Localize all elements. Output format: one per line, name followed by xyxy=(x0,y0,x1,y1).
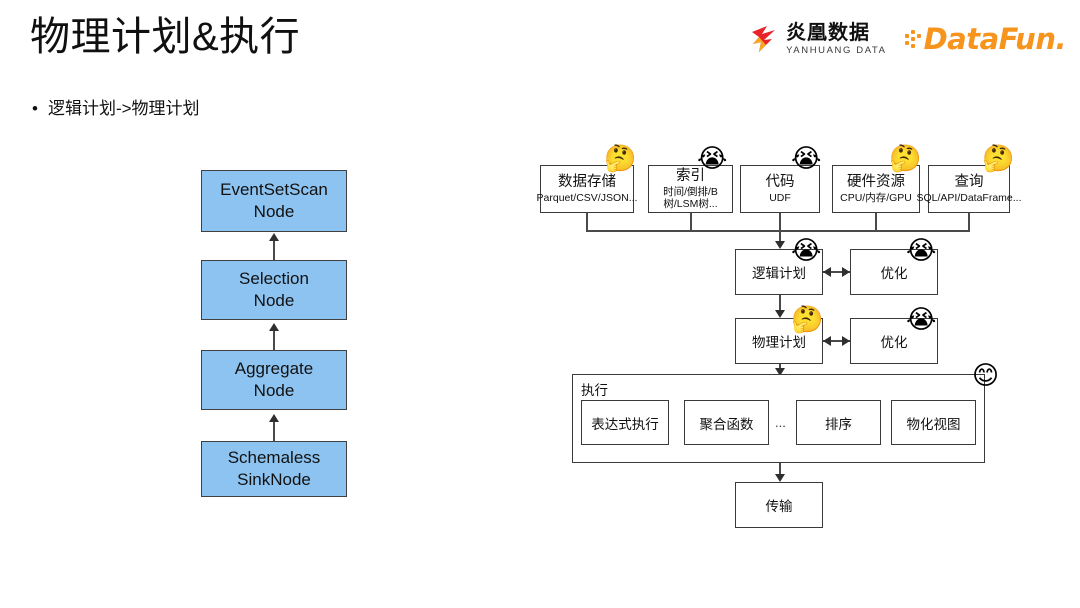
loudly-crying-face-icon: 😭 xyxy=(791,236,822,266)
loudly-crying-face-icon: 😭 xyxy=(791,144,822,174)
flow-arrow-icon xyxy=(842,336,850,346)
input-box-index: 索引 时间/倒排/B树/LSM树... xyxy=(648,165,733,213)
physical-optimize-label: 优化 xyxy=(880,335,908,350)
input-box-title: 索引 xyxy=(676,167,705,184)
plan-arrow-icon xyxy=(269,414,279,422)
input-connector xyxy=(875,213,877,231)
flow-arrow-icon xyxy=(823,336,831,346)
exec-item-materialized-view: 物化视图 xyxy=(891,400,976,445)
yanhuang-logo: 炎凰数据 YANHUANG DATA xyxy=(750,23,887,56)
input-box-title: 数据存储 xyxy=(558,174,616,191)
input-connector xyxy=(586,213,588,231)
plan-node-aggregate: Aggregate Node xyxy=(201,350,347,410)
exec-item-aggregate-function: 聚合函数 xyxy=(684,400,769,445)
yanhuang-en: YANHUANG DATA xyxy=(786,44,887,56)
plan-node-line1: Selection xyxy=(239,269,309,289)
datafun-logo: DataFun. xyxy=(904,22,1067,56)
loudly-crying-face-icon: 😭 xyxy=(906,236,937,266)
logical-plan-label: 逻辑计划 xyxy=(752,266,806,281)
bird-icon xyxy=(750,23,780,55)
flow-arrow-icon xyxy=(775,368,785,376)
flow-arrow-icon xyxy=(842,267,850,277)
execution-label: 执行 xyxy=(581,383,608,398)
input-bus-line xyxy=(586,230,970,232)
input-box-hardware: 硬件资源 CPU/内存/GPU xyxy=(832,165,920,213)
input-box-query: 查询 SQL/API/DataFrame... xyxy=(916,165,1022,213)
thinking-face-icon: 🤔 xyxy=(982,144,1015,174)
loudly-crying-face-icon: 😭 xyxy=(906,305,937,335)
plan-connector xyxy=(273,421,275,441)
exec-item-label: 排序 xyxy=(825,416,852,432)
transport-label: 传输 xyxy=(765,499,793,514)
input-box-title: 硬件资源 xyxy=(847,174,905,191)
plan-arrow-icon xyxy=(269,233,279,241)
flow-arrow-icon xyxy=(823,267,831,277)
thinking-face-icon: 🤔 xyxy=(604,144,637,174)
logical-to-physical-connector xyxy=(779,295,781,315)
smiling-face-icon: 😊 xyxy=(972,361,1000,391)
flow-arrow-icon xyxy=(775,474,785,482)
dots-icon xyxy=(904,28,921,50)
plan-arrow-icon xyxy=(269,323,279,331)
input-to-logical-connector xyxy=(779,213,781,246)
physical-optimize-box: 优化 xyxy=(850,318,938,364)
logical-optimize-label: 优化 xyxy=(880,266,908,281)
logo-group: 炎凰数据 YANHUANG DATA DataFun. xyxy=(750,22,1067,56)
input-box-subtitle: UDF xyxy=(769,191,791,204)
bullet-item: • 逻辑计划->物理计划 xyxy=(32,99,200,119)
exec-item-expression: 表达式执行 xyxy=(581,400,669,445)
yanhuang-text: 炎凰数据 YANHUANG DATA xyxy=(786,23,887,56)
logical-bidir-connector xyxy=(823,271,850,273)
plan-node-selection: Selection Node xyxy=(201,260,347,320)
plan-node-line1: Schemaless xyxy=(227,448,321,468)
input-connector xyxy=(968,213,970,231)
plan-node-eventsetscan: EventSetScan Node xyxy=(201,170,347,232)
input-box-subtitle: SQL/API/DataFrame... xyxy=(916,191,1022,204)
physical-plan-label: 物理计划 xyxy=(752,335,806,350)
input-box-title: 查询 xyxy=(954,174,984,191)
plan-connector xyxy=(273,240,275,260)
exec-items-ellipsis: ... xyxy=(775,415,786,430)
exec-item-label: 表达式执行 xyxy=(591,416,659,432)
plan-node-line1: EventSetScan xyxy=(220,180,328,200)
plan-node-line2: Node xyxy=(253,202,295,221)
thinking-face-icon: 🤔 xyxy=(791,305,824,335)
bullet-label: 逻辑计划->物理计划 xyxy=(47,99,200,118)
logical-optimize-box: 优化 xyxy=(850,249,938,295)
plan-node-schemaless-sink: Schemaless SinkNode xyxy=(201,441,347,497)
yanhuang-cn: 炎凰数据 xyxy=(786,21,871,44)
logical-plan-box: 逻辑计划 xyxy=(735,249,823,295)
plan-node-line2: Node xyxy=(253,381,295,400)
input-box-title: 代码 xyxy=(765,174,795,191)
transport-box: 传输 xyxy=(735,482,823,528)
input-box-subtitle: Parquet/CSV/JSON... xyxy=(536,191,638,204)
physical-plan-box: 物理计划 xyxy=(735,318,823,364)
exec-item-sort: 排序 xyxy=(796,400,881,445)
input-box-storage: 数据存储 Parquet/CSV/JSON... xyxy=(537,165,637,213)
input-box-code: 代码 UDF xyxy=(740,165,820,213)
physical-bidir-connector xyxy=(823,340,850,342)
exec-item-label: 物化视图 xyxy=(906,416,961,432)
input-connector xyxy=(690,213,692,231)
plan-node-line2: Node xyxy=(253,291,295,310)
flow-arrow-icon xyxy=(775,241,785,249)
exec-to-transport-connector xyxy=(779,463,781,479)
plan-connector xyxy=(273,330,275,350)
page-title: 物理计划&执行 xyxy=(30,15,301,59)
plan-node-line2: SinkNode xyxy=(237,470,311,489)
thinking-face-icon: 🤔 xyxy=(889,144,922,174)
bullet-marker: • xyxy=(32,99,38,118)
exec-item-label: 聚合函数 xyxy=(699,416,754,432)
flow-arrow-icon xyxy=(775,310,785,318)
datafun-wordmark: DataFun. xyxy=(923,22,1067,56)
input-box-subtitle: CPU/内存/GPU xyxy=(840,191,912,204)
plan-node-line1: Aggregate xyxy=(234,359,314,379)
loudly-crying-face-icon: 😭 xyxy=(697,144,728,174)
input-box-subtitle: 时间/倒排/B树/LSM树... xyxy=(663,185,718,210)
